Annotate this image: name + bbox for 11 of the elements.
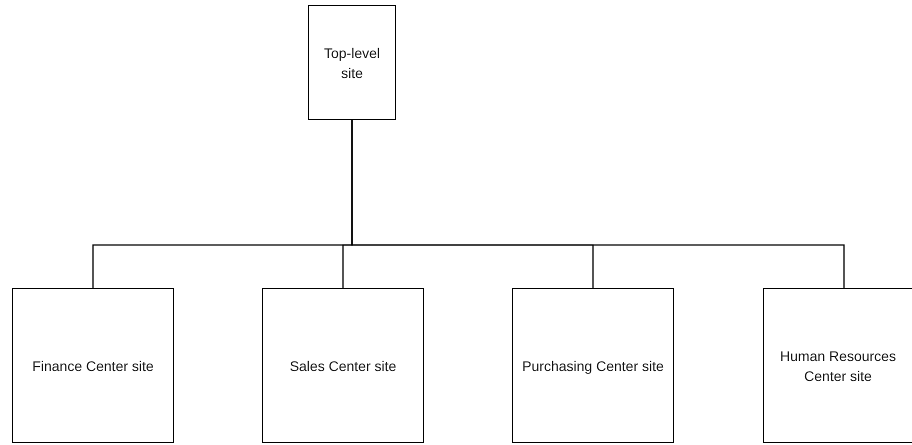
site-label: Purchasing Center site — [521, 356, 665, 376]
site-box — [308, 5, 396, 120]
site-box — [12, 288, 174, 443]
connector-line — [351, 120, 845, 288]
site-label: Top-level site — [322, 44, 382, 82]
site-box — [262, 288, 424, 443]
site-label: Sales Center site — [288, 356, 398, 376]
site-box — [512, 288, 674, 443]
site-box — [763, 288, 912, 443]
site-label: Finance Center site — [31, 356, 155, 376]
site-label: Human Resources Center site — [779, 346, 897, 386]
